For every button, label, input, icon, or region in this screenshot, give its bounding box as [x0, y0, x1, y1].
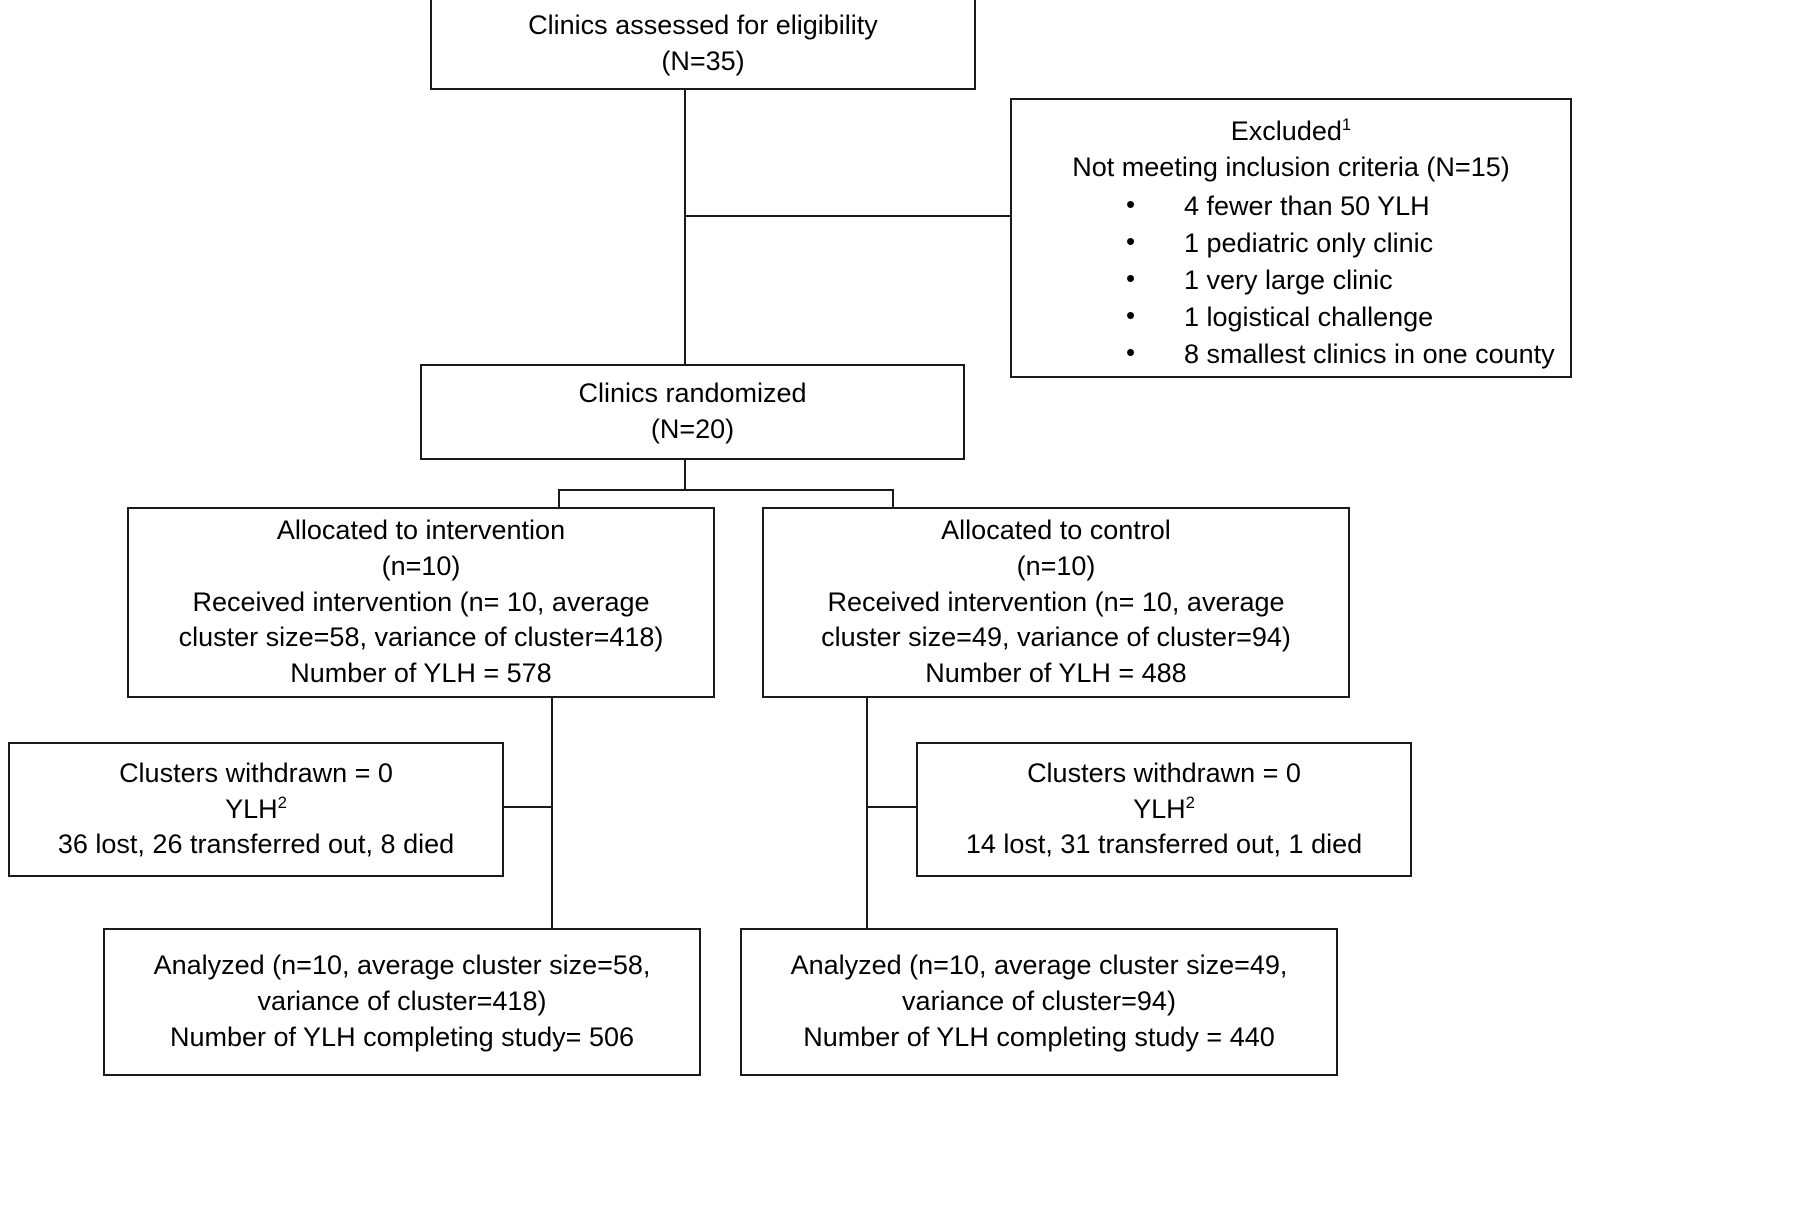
- control-withdrawn-line-2: YLH2: [1133, 792, 1195, 828]
- connector-to-intervention: [558, 489, 560, 508]
- connector-control-down: [866, 698, 868, 930]
- list-item: 1 pediatric only clinic: [1126, 224, 1552, 262]
- connector-intervention-to-withdrawn: [503, 806, 553, 808]
- control-analyzed-line-1: Analyzed (n=10, average cluster size=49,: [790, 950, 1288, 981]
- control-withdrawn-superscript: 2: [1185, 792, 1195, 812]
- control-allocation-line-1: Allocated to control: [941, 514, 1171, 545]
- connector-to-control: [892, 489, 894, 508]
- eligibility-line-2: (N=35): [661, 46, 745, 76]
- randomized-box: Clinics randomized (N=20): [420, 364, 965, 460]
- control-analyzed-line-2: variance of cluster=94): [902, 986, 1176, 1017]
- connector-control-to-withdrawn: [866, 806, 916, 808]
- intervention-analyzed-line-2: variance of cluster=418): [257, 986, 547, 1017]
- excluded-reason-list: 4 fewer than 50 YLH 1 pediatric only cli…: [1030, 187, 1555, 373]
- randomized-line-1: Clinics randomized: [578, 378, 807, 409]
- intervention-allocation-line-1: Allocated to intervention: [276, 514, 566, 545]
- control-withdrawn-ylh-text: YLH: [1133, 793, 1186, 824]
- control-allocation-line-3: Received intervention (n= 10, average: [827, 586, 1285, 617]
- connector-eligibility-down: [684, 90, 686, 216]
- list-item: 4 fewer than 50 YLH: [1126, 187, 1552, 225]
- intervention-allocation-line-2: (n=10): [381, 550, 461, 581]
- list-item: 8 smallest clinics in one county: [1126, 335, 1555, 373]
- excluded-heading-text: Excluded: [1230, 116, 1342, 146]
- control-analyzed-box: Analyzed (n=10, average cluster size=49,…: [740, 928, 1338, 1076]
- intervention-allocation-line-4: cluster size=58, variance of cluster=418…: [178, 622, 664, 653]
- excluded-heading-superscript: 1: [1341, 115, 1352, 134]
- intervention-withdrawn-line-2: YLH2: [225, 792, 287, 828]
- control-withdrawn-line-1: Clusters withdrawn = 0: [1027, 757, 1301, 788]
- intervention-withdrawn-line-3: 36 lost, 26 transferred out, 8 died: [57, 829, 455, 860]
- intervention-withdrawn-box: Clusters withdrawn = 0 YLH2 36 lost, 26 …: [8, 742, 504, 877]
- control-withdrawn-line-3: 14 lost, 31 transferred out, 1 died: [965, 829, 1363, 860]
- connector-to-excluded: [684, 215, 1012, 217]
- control-allocation-line-2: (n=10): [1016, 550, 1096, 581]
- eligibility-box: Clinics assessed for eligibility (N=35): [430, 0, 976, 90]
- intervention-allocation-line-5: Number of YLH = 578: [290, 658, 552, 689]
- list-item: 1 very large clinic: [1126, 261, 1552, 299]
- intervention-analyzed-line-3: Number of YLH completing study= 506: [169, 1021, 634, 1052]
- eligibility-line-1: Clinics assessed for eligibility: [528, 10, 878, 41]
- intervention-analyzed-line-1: Analyzed (n=10, average cluster size=58,: [153, 950, 651, 981]
- list-item: 1 logistical challenge: [1126, 298, 1552, 336]
- intervention-withdrawn-line-1: Clusters withdrawn = 0: [119, 757, 393, 788]
- intervention-analyzed-box: Analyzed (n=10, average cluster size=58,…: [103, 928, 701, 1076]
- intervention-allocation-line-3: Received intervention (n= 10, average: [192, 586, 650, 617]
- connector-down-to-randomized: [684, 215, 686, 364]
- randomized-line-2: (N=20): [650, 414, 735, 444]
- control-allocation-box: Allocated to control (n=10) Received int…: [762, 507, 1350, 698]
- connector-randomized-down: [684, 458, 686, 491]
- intervention-withdrawn-ylh-text: YLH: [225, 793, 278, 824]
- intervention-withdrawn-superscript: 2: [277, 792, 287, 812]
- connector-intervention-down: [551, 698, 553, 930]
- excluded-box: Excluded1 Not meeting inclusion criteria…: [1010, 98, 1572, 378]
- connector-allocation-split: [558, 489, 894, 491]
- intervention-allocation-box: Allocated to intervention (n=10) Receive…: [127, 507, 715, 698]
- control-withdrawn-box: Clusters withdrawn = 0 YLH2 14 lost, 31 …: [916, 742, 1412, 877]
- excluded-heading: Excluded1: [1030, 114, 1552, 150]
- control-allocation-line-4: cluster size=49, variance of cluster=94): [821, 622, 1291, 653]
- control-analyzed-line-3: Number of YLH completing study = 440: [803, 1021, 1275, 1052]
- excluded-subheading: Not meeting inclusion criteria (N=15): [1072, 151, 1510, 182]
- control-allocation-line-5: Number of YLH = 488: [925, 658, 1187, 689]
